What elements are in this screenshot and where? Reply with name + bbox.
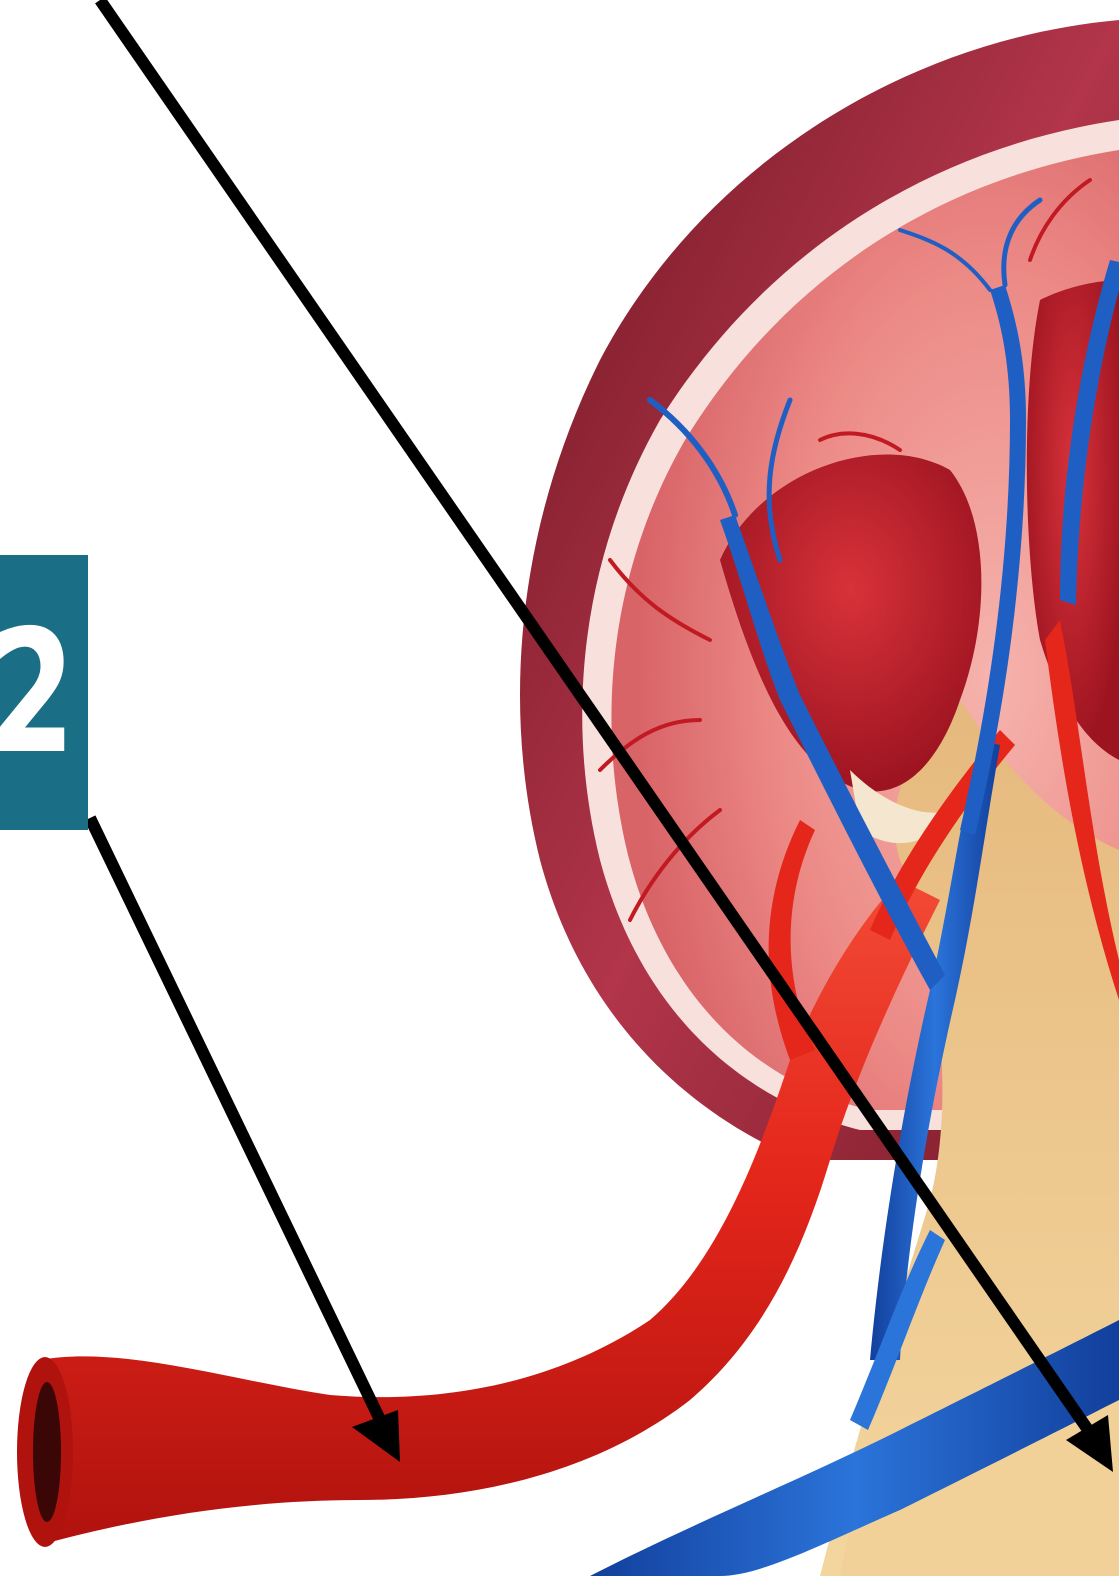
artery-opening — [33, 1382, 61, 1522]
label-number: 2 — [20, 555, 72, 830]
